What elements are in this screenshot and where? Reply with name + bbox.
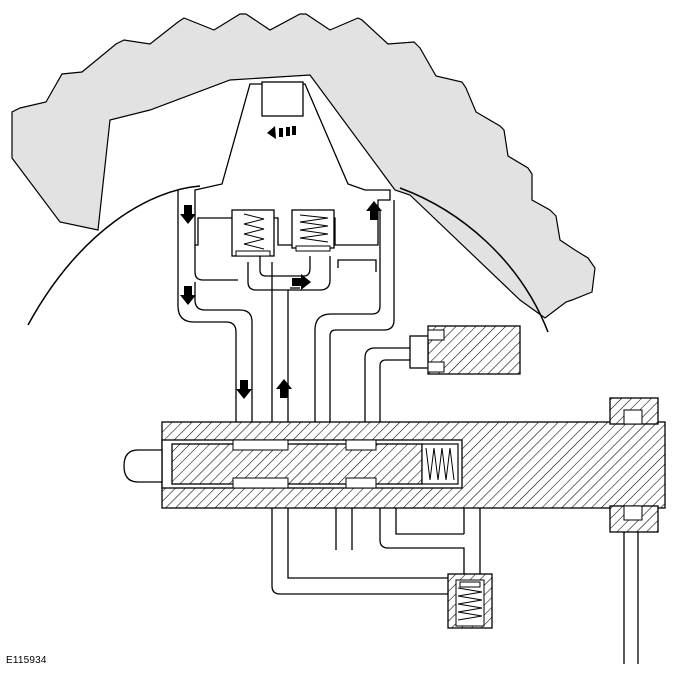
solid-arrow-icon: [236, 380, 252, 399]
left-valve-chamber: [231, 209, 275, 257]
right-valve-chamber: [291, 209, 335, 252]
coil-spring-icon: [299, 214, 329, 243]
valve-spool: [171, 443, 423, 485]
solid-arrow-icon: [276, 379, 292, 398]
spool-end-knob: [123, 449, 163, 483]
figure-reference-code: E115934: [6, 655, 47, 666]
sprocket-teeth: [11, 13, 596, 319]
right-port-block: [609, 397, 659, 533]
sprocket-hub-arc-right: [399, 187, 549, 333]
coil-spring-icon: [425, 447, 455, 481]
solid-arrow-icon: [180, 205, 196, 224]
valve-body: [123, 421, 666, 509]
solid-arrow-icon: [180, 286, 196, 305]
tensioner-plunger-tip: [261, 81, 304, 117]
coil-spring-icon: [243, 213, 265, 250]
solid-arrow-icon: [292, 274, 311, 290]
solid-arrow-icon: [366, 201, 382, 220]
flow-arrows: [180, 201, 382, 399]
dashed-motion-arrow-icon: [267, 126, 296, 139]
lower-relief-valve: [447, 573, 493, 629]
sprocket-hub-arc: [27, 185, 201, 326]
solenoid-actuator: [409, 325, 521, 375]
sprocket-gear: [11, 13, 596, 333]
coil-spring-icon: [457, 587, 483, 621]
